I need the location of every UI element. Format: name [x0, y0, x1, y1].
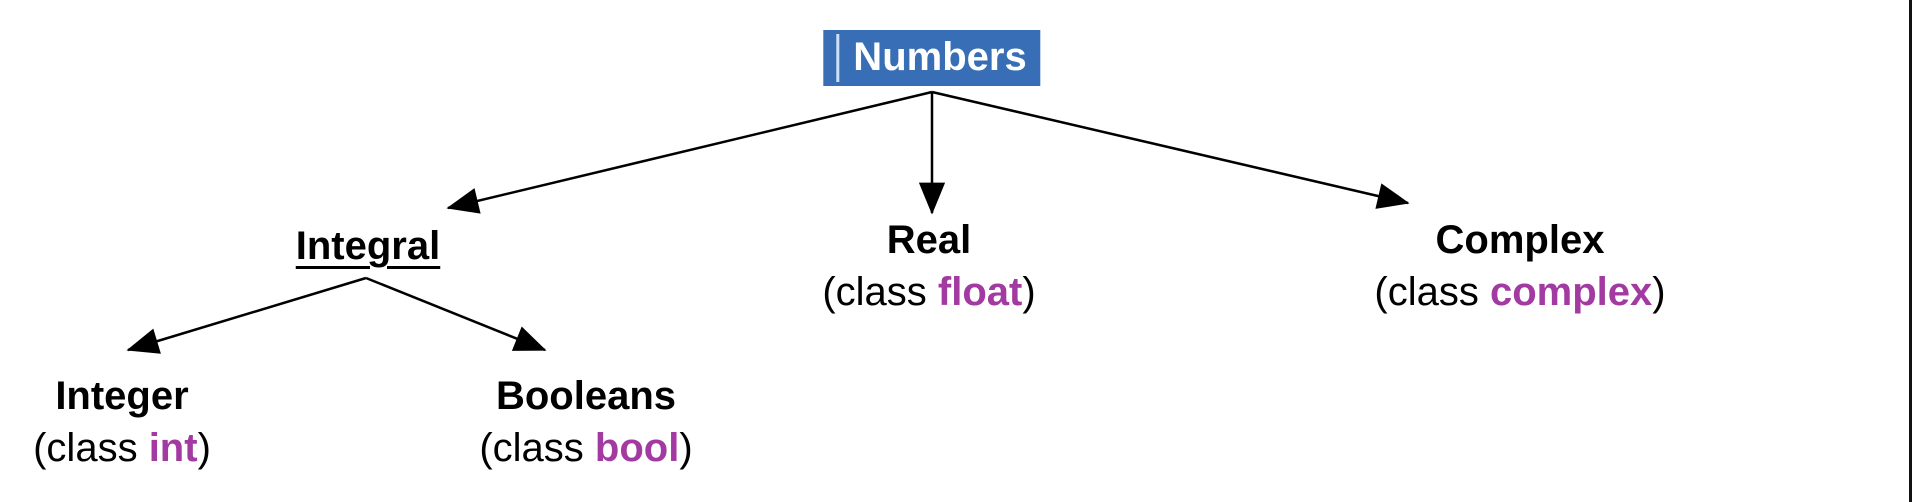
- node-numbers: Numbers: [823, 30, 1041, 86]
- class-open: (class: [1374, 270, 1490, 314]
- class-name-int: int: [148, 426, 198, 470]
- node-booleans-label: Booleans: [495, 374, 677, 418]
- node-integer-label: Integer: [55, 374, 189, 418]
- arrow-numbers-to-integral: [446, 90, 933, 214]
- class-open: (class: [33, 426, 149, 470]
- node-numbers-label: Numbers: [853, 35, 1027, 79]
- class-name-bool: bool: [594, 426, 680, 470]
- node-real-label: Real: [886, 218, 972, 262]
- class-open: (class: [822, 270, 938, 314]
- node-complex: Complex (class complex): [1374, 214, 1665, 318]
- text-cursor: [836, 34, 840, 82]
- arrow-integral-to-integer: [126, 276, 367, 354]
- node-complex-label: Complex: [1435, 218, 1605, 262]
- class-close: ): [679, 426, 693, 470]
- node-booleans: Booleans (class bool): [479, 370, 692, 474]
- node-complex-class: (class complex): [1374, 266, 1665, 318]
- arrow-numbers-to-complex: [931, 90, 1410, 209]
- node-integer: Integer (class int): [33, 370, 211, 474]
- node-integer-class: (class int): [33, 422, 211, 474]
- class-close: ): [1652, 270, 1666, 314]
- node-real-class: (class float): [822, 266, 1035, 318]
- node-integral: Integral: [296, 220, 440, 272]
- arrow-integral-to-booleans: [365, 276, 547, 352]
- class-open: (class: [479, 426, 595, 470]
- node-integral-label: Integral: [295, 224, 441, 268]
- window-edge-border: [1909, 0, 1912, 502]
- node-real: Real (class float): [822, 214, 1035, 318]
- class-close: ): [197, 426, 211, 470]
- class-close: ): [1022, 270, 1036, 314]
- class-name-float: float: [937, 270, 1023, 314]
- node-booleans-class: (class bool): [479, 422, 692, 474]
- class-name-complex: complex: [1489, 270, 1653, 314]
